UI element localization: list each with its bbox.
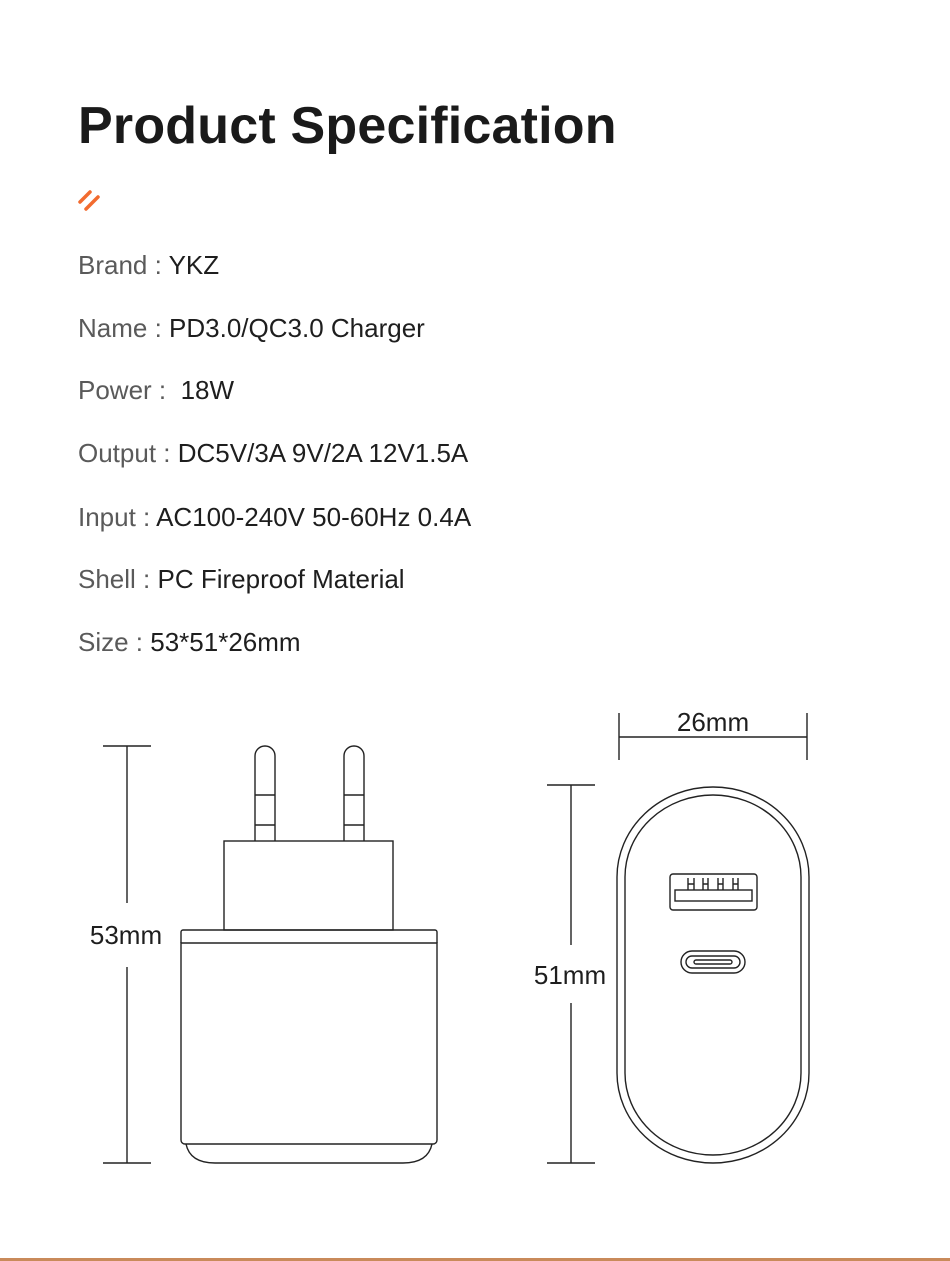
spec-value: 53*51*26mm bbox=[150, 627, 301, 657]
front-height-label: 53mm bbox=[90, 920, 162, 950]
spec-size: Size : 53*51*26mm bbox=[78, 627, 301, 658]
double-slash-accent-icon bbox=[78, 190, 100, 211]
page-title: Product Specification bbox=[78, 97, 617, 155]
spec-value: YKZ bbox=[168, 250, 220, 280]
spec-label: Size : bbox=[78, 627, 151, 657]
side-width-dimension: 26mm bbox=[618, 707, 808, 760]
charger-front-view bbox=[180, 745, 438, 1164]
bottom-divider bbox=[0, 1258, 950, 1261]
spec-label: Input : bbox=[78, 502, 157, 532]
spec-label: Output : bbox=[78, 438, 178, 468]
spec-name: Name : PD3.0/QC3.0 Charger bbox=[78, 313, 425, 344]
side-height-dimension: 51mm bbox=[534, 784, 606, 1164]
usb-a-port-icon bbox=[669, 873, 758, 911]
spec-value: DC5V/3A 9V/2A 12V1.5A bbox=[177, 438, 469, 468]
spec-value: PC Fireproof Material bbox=[157, 564, 405, 594]
spec-shell: Shell : PC Fireproof Material bbox=[78, 564, 405, 595]
spec-label: Name : bbox=[78, 313, 170, 343]
spec-power: Power : 18W bbox=[78, 375, 234, 406]
usb-c-port-icon bbox=[680, 950, 746, 974]
spec-label: Power : bbox=[78, 375, 181, 405]
spec-label: Brand : bbox=[78, 250, 169, 280]
spec-input: Input : AC100-240V 50-60Hz 0.4A bbox=[78, 502, 471, 533]
spec-output: Output : DC5V/3A 9V/2A 12V1.5A bbox=[78, 438, 468, 469]
spec-value: AC100-240V 50-60Hz 0.4A bbox=[156, 502, 472, 532]
spec-label: Shell : bbox=[78, 564, 158, 594]
front-height-dimension: 53mm bbox=[90, 745, 162, 1164]
spec-value: PD3.0/QC3.0 Charger bbox=[169, 313, 425, 343]
spec-brand: Brand : YKZ bbox=[78, 250, 219, 281]
charger-port-view bbox=[616, 786, 810, 1164]
spec-value: 18W bbox=[180, 375, 235, 405]
side-width-label: 26mm bbox=[677, 707, 749, 737]
side-height-label: 51mm bbox=[534, 960, 606, 990]
